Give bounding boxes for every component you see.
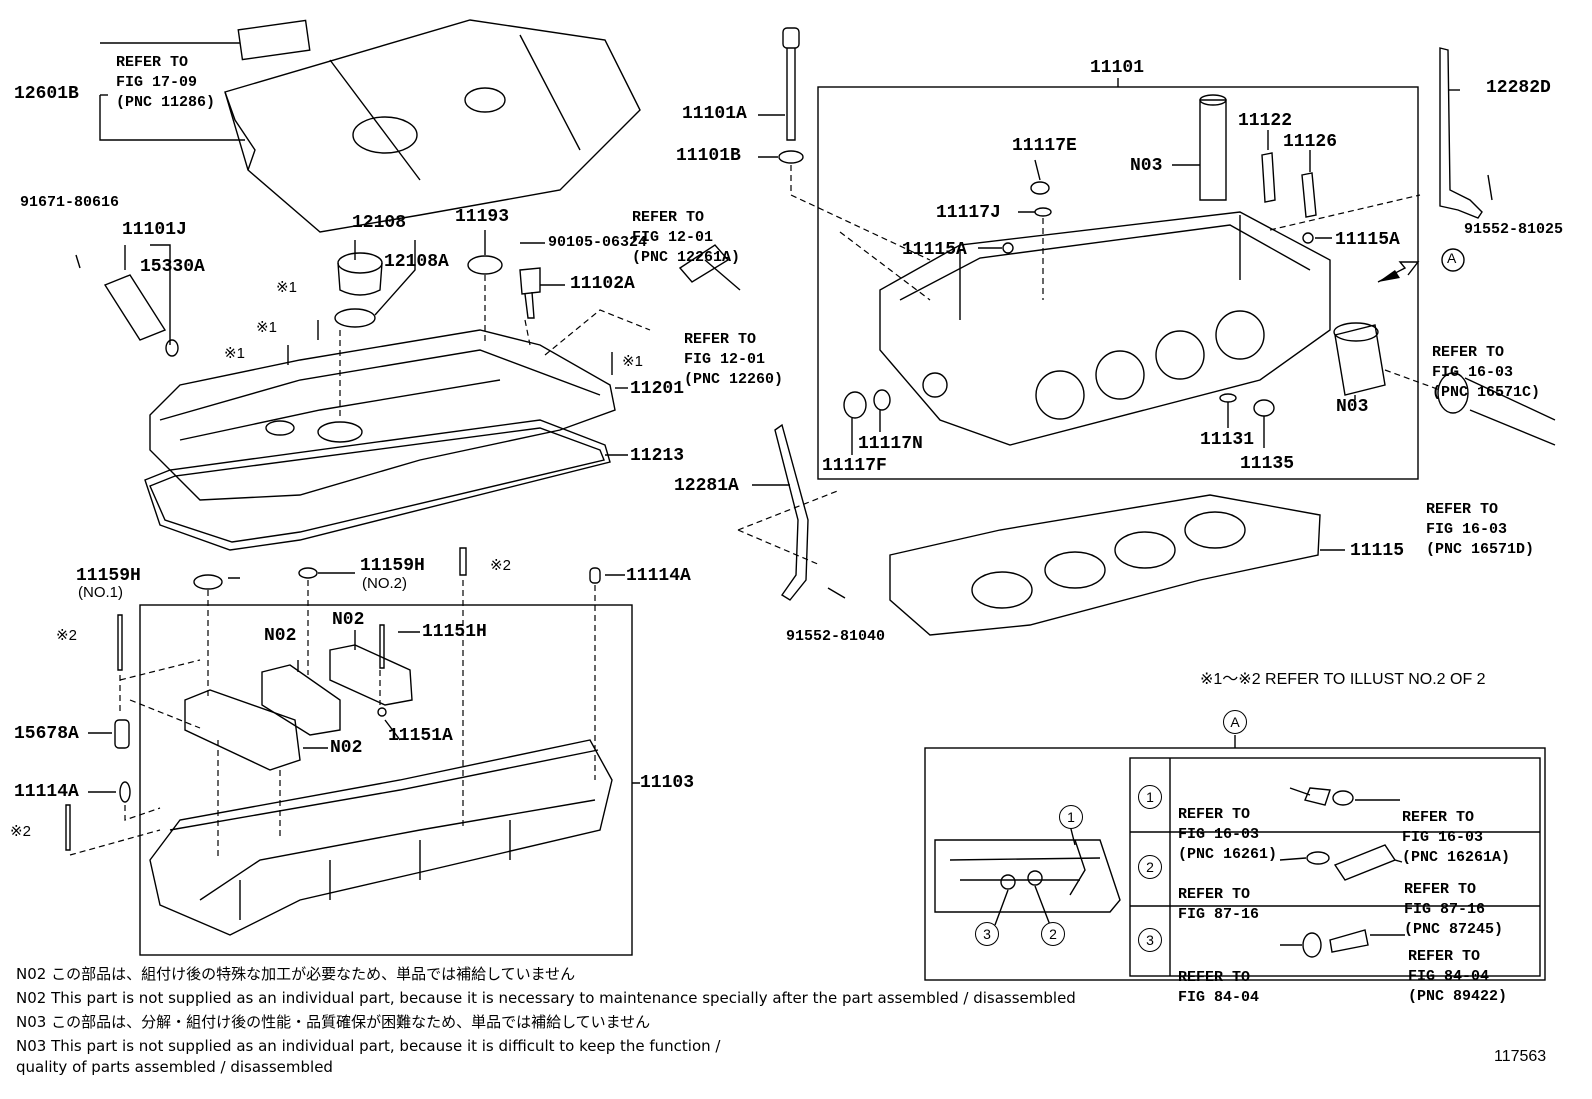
- part-12108: 12108: [352, 213, 407, 233]
- cylinder-head-cover-drawing: [149, 329, 616, 501]
- detail-row-2-num: 2: [1138, 855, 1162, 879]
- inset-mark-3: 3: [975, 922, 999, 946]
- part-11122: 11122: [1238, 111, 1293, 131]
- part-11151h: 11151H: [422, 622, 487, 642]
- part-11101a: 11101A: [682, 104, 747, 124]
- inset-mark-2: 2: [1041, 922, 1065, 946]
- part-11201: 11201: [630, 379, 685, 399]
- note-n03-en: N03 This part is not supplied as an indi…: [16, 1037, 721, 1055]
- mark-x1-d: ※1: [622, 353, 643, 370]
- part-12281a: 12281A: [674, 476, 739, 496]
- part-11159h-no2-sub: (NO.2): [362, 575, 407, 592]
- part-11117j: 11117J: [936, 203, 1001, 223]
- mark-x1-b: ※1: [256, 319, 277, 336]
- camshaft-housing-drawing: [149, 739, 613, 936]
- part-11114a-top: 11114A: [626, 566, 691, 586]
- part-11102a: 11102A: [570, 274, 635, 294]
- part-91552-81025: 91552-81025: [1464, 221, 1564, 238]
- part-11115a-right: 11115A: [1335, 230, 1400, 250]
- part-11159h-no2: 11159H: [360, 556, 425, 576]
- part-12601b: 12601B: [14, 84, 79, 104]
- detail-row-3-num: 3: [1138, 928, 1162, 952]
- cylinder-head-drawing: [879, 211, 1331, 446]
- part-11131: 11131: [1200, 430, 1255, 450]
- part-11114a-left: 11114A: [14, 782, 79, 802]
- mark-x2-c: ※2: [10, 823, 31, 840]
- note-n03-en-cont: quality of parts assembled / disassemble…: [16, 1058, 333, 1076]
- part-12108a: 12108A: [384, 252, 449, 272]
- part-11126: 11126: [1283, 132, 1338, 152]
- part-90105-06324: 90105-06324: [548, 234, 648, 251]
- part-12282d: 12282D: [1486, 78, 1551, 98]
- mark-x1-a: ※1: [276, 279, 297, 296]
- mark-x2-b: ※2: [56, 627, 77, 644]
- part-91552-81040: 91552-81040: [786, 628, 886, 645]
- detail-a-inset-drawing: [934, 839, 1121, 913]
- note-n02-en: N02 This part is not supplied as an indi…: [16, 989, 1076, 1007]
- part-11117e: 11117E: [1012, 136, 1077, 156]
- part-11101: 11101: [1090, 58, 1145, 78]
- part-11213: 11213: [630, 446, 685, 466]
- part-11115a-left: 11115A: [902, 240, 967, 260]
- note-n03-ja: N03 この部品は、分解・組付け後の性能・品質確保が困難なため、単品では補給して…: [16, 1013, 651, 1031]
- mark-x1-c: ※1: [224, 345, 245, 362]
- mark-x2-a: ※2: [490, 557, 511, 574]
- detail-row-1-num: 1: [1138, 785, 1162, 809]
- part-11117f: 11117F: [822, 456, 887, 476]
- part-11193: 11193: [455, 207, 510, 227]
- part-n02-b: N02: [332, 610, 365, 630]
- part-11159h-no1: 11159H: [76, 566, 141, 586]
- part-11115: 11115: [1350, 541, 1405, 561]
- engine-cover-drawing: [224, 19, 641, 233]
- part-15330a: 15330A: [140, 257, 205, 277]
- part-15678a: 15678A: [14, 724, 79, 744]
- note-n02-ja: N02 この部品は、組付け後の特殊な加工が必要なため、単品では補給していません: [16, 965, 576, 983]
- part-n02-c: N02: [330, 738, 363, 758]
- part-11135: 11135: [1240, 454, 1295, 474]
- part-n03-sleeve: N03: [1336, 397, 1369, 417]
- part-91671-80616: 91671-80616: [20, 194, 120, 211]
- part-11151a: 11151A: [388, 726, 453, 746]
- part-11103: 11103: [640, 773, 695, 793]
- part-n03-tube: N03: [1130, 156, 1163, 176]
- head-gasket-drawing: [889, 494, 1321, 636]
- part-11101b: 11101B: [676, 146, 741, 166]
- detail-a-circle: A: [1223, 710, 1247, 734]
- inset-mark-1: 1: [1059, 805, 1083, 829]
- part-11101j: 11101J: [122, 220, 187, 240]
- part-n02-a: N02: [264, 626, 297, 646]
- callout-a-arrow: A: [1447, 250, 1457, 266]
- part-11117n: 11117N: [858, 434, 923, 454]
- figure-number: 117563: [1494, 1048, 1547, 1065]
- refer-illust-note: ※1〜※2 REFER TO ILLUST NO.2 OF 2: [1200, 671, 1486, 688]
- part-11159h-no1-sub: (NO.1): [78, 584, 123, 601]
